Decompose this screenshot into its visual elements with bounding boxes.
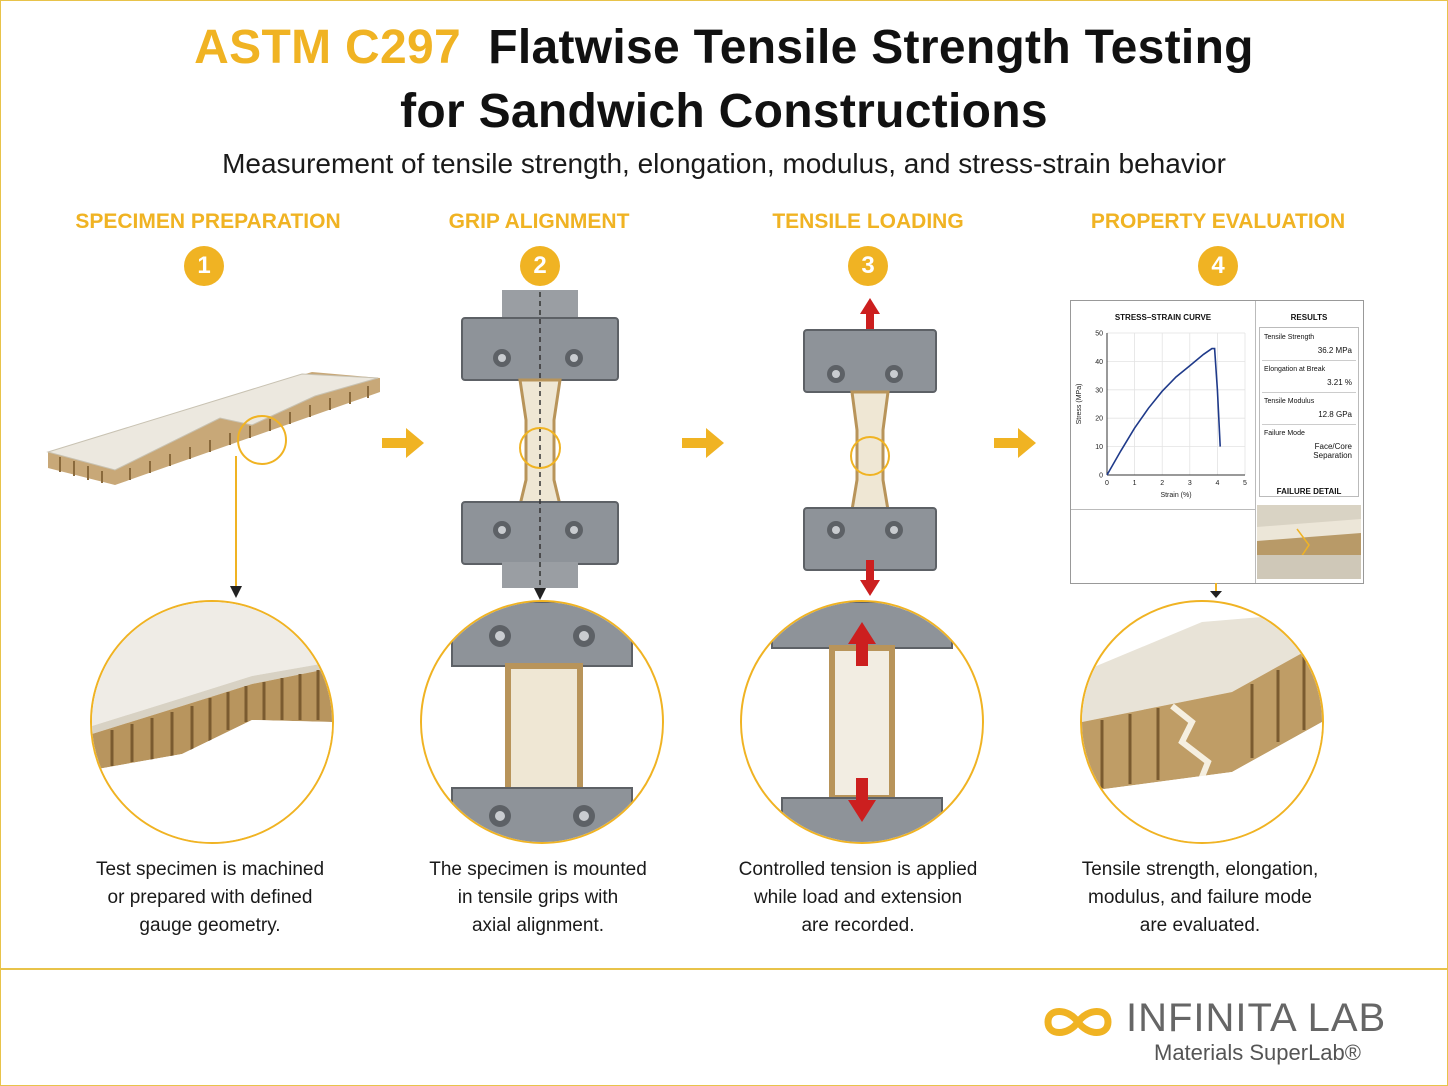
title-accent: ASTM C297 [194,21,461,74]
y-tick-label: 20 [1095,416,1103,423]
step-3-badge: 3 [848,246,888,286]
result-value: 36.2 MPa [1317,346,1352,355]
step-4-caption: Tensile strength, elongation, modulus, a… [1081,859,1319,936]
failure-detail-image [1257,505,1361,579]
step-3-title: TENSILE LOADING [772,210,964,233]
step-1-title: SPECIMEN PREPARATION [75,210,341,233]
specimen-illustration [46,372,380,598]
title-line1: Flatwise Tensile Strength Testing [488,21,1254,74]
logo-tagline: Materials SuperLab® [1154,1040,1361,1065]
zoom-marker [850,436,890,476]
y-tick-label: 30 [1095,387,1103,394]
zoom-grip-detail [420,600,664,844]
x-tick-label: 2 [1160,480,1164,487]
y-tick-label: 10 [1095,444,1103,451]
step-4-badge: 4 [1198,246,1238,286]
page-title: ASTM C297 Flatwise Tensile Strength Test… [0,20,1448,75]
x-axis-label: Strain (%) [1160,492,1191,499]
step-4-title: PROPERTY EVALUATION [1090,210,1346,233]
result-label: Failure Mode [1264,430,1305,437]
step-3-caption: Controlled tension is applied while load… [738,859,978,936]
infinity-logo-icon [1044,1008,1112,1036]
step-1-badge: 1 [184,246,224,286]
zoom-loading-detail [740,600,984,844]
load-arrow-up-icon [860,298,880,330]
grip-alignment-illustration [461,290,619,600]
y-tick-label: 40 [1095,359,1103,366]
mounted-specimen [518,378,562,507]
upper-grip [803,329,937,393]
page-subtitle: Measurement of tensile strength, elongat… [222,148,1226,179]
step-2-title: GRIP ALIGNMENT [448,210,630,233]
pointer-arrow-icon [1210,583,1222,598]
y-axis-label: Stress (MPa) [1076,384,1083,425]
result-label: Elongation at Break [1264,366,1326,373]
specimen-face-sheet [46,373,379,471]
x-tick-label: 1 [1133,480,1137,487]
step-2-caption: The specimen is mounted in tensile grips… [429,859,647,936]
failure-detail-title: FAILURE DETAIL [1276,487,1342,496]
zoom-marker [519,427,561,469]
load-arrow-down-icon [848,778,876,822]
tensile-loading-illustration [803,298,937,596]
x-tick-label: 0 [1105,480,1109,487]
result-label: Tensile Modulus [1264,398,1315,405]
x-tick-label: 4 [1215,480,1219,487]
flow-arrow-icon [382,428,424,458]
results-title: RESULTS [1290,313,1328,322]
step-2-badge: 2 [520,246,560,286]
loaded-specimen [850,390,890,512]
flow-arrow-icon [994,428,1036,458]
title-line2: for Sandwich Constructions [400,85,1048,138]
results-table: Tensile Strength 36.2 MPa Elongation at … [1259,327,1359,497]
load-arrow-down-icon [860,560,880,596]
chart-title: STRESS–STRAIN CURVE [1114,313,1212,322]
load-arrow-up-icon [848,622,876,666]
zoom-specimen-detail [90,600,334,844]
footer-divider [1,968,1447,970]
result-label: Tensile Strength [1264,334,1315,341]
y-tick-label: 0 [1099,473,1103,480]
zoom-failure-detail [1080,600,1324,844]
zoom-marker [237,415,287,465]
honeycomb-cells [59,386,369,483]
logo-name: INFINITA LAB [1126,996,1387,1040]
x-tick-label: 3 [1188,480,1192,487]
result-value: Face/Core Separation [1313,442,1352,460]
brand-logo: INFINITA LAB Materials SuperLab® [1040,994,1400,1074]
y-tick-label: 50 [1095,331,1103,338]
step-1-caption: Test specimen is machined or prepared wi… [95,859,325,936]
result-value: 12.8 GPa [1318,410,1352,419]
stress-strain-series [1106,347,1221,476]
x-tick-label: 5 [1243,480,1247,487]
flow-arrow-icon [682,428,724,458]
result-value: 3.21 % [1327,378,1352,387]
